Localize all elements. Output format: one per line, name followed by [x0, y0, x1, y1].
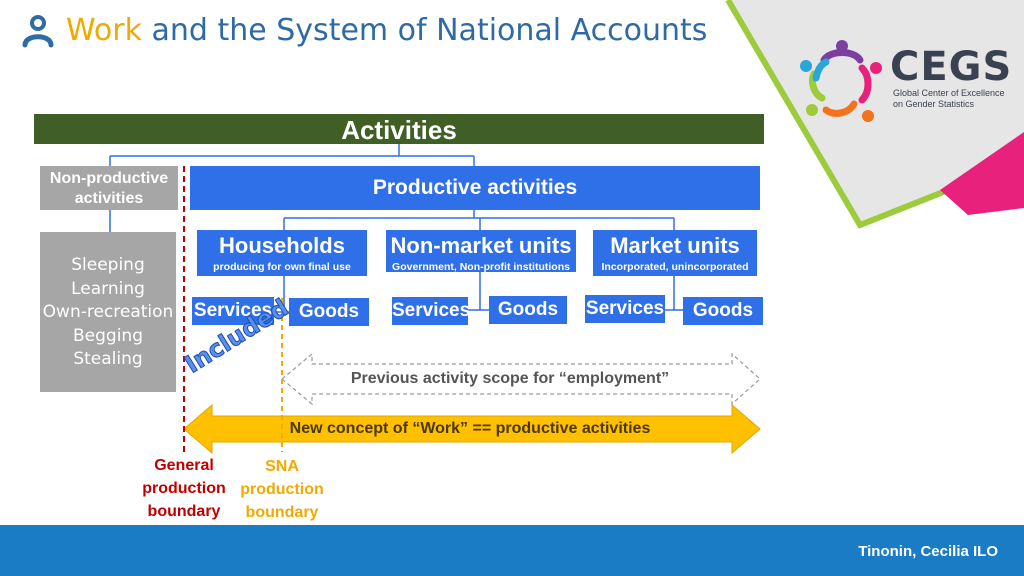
non-market-units-box: Non-market units Government, Non-profit … [386, 230, 576, 273]
sna-boundary-label: SNA production boundary [236, 455, 328, 524]
footer-credit: Tinonin, Cecilia ILO [858, 543, 998, 560]
unit-title: Market units [610, 233, 740, 258]
footer-bar [0, 525, 1024, 576]
sna-boundary-line: SNA [265, 458, 299, 475]
title-highlight: Work [66, 12, 142, 48]
title-rest: and the System of National Accounts [151, 12, 708, 48]
market-services-box: Services [585, 295, 665, 323]
sna-boundary-line: boundary [245, 504, 319, 521]
general-boundary-line: General [154, 457, 214, 474]
unit-subtitle: Incorporated, unincorporated [601, 261, 749, 273]
logo-name: CEGS [890, 44, 1013, 90]
productive-header: Productive activities [190, 166, 760, 210]
unit-subtitle: Government, Non-profit institutions [392, 261, 570, 273]
list-item: Stealing [73, 349, 143, 369]
list-item: Own-recreation [42, 302, 174, 322]
user-icon [22, 15, 54, 48]
non-productive-list: Sleeping Learning Own-recreation Begging… [40, 232, 176, 392]
unit-title: Non-market units [390, 233, 572, 258]
page-title: Work and the System of National Accounts [20, 12, 707, 48]
market-goods-box: Goods [683, 297, 763, 325]
general-boundary-line: boundary [147, 503, 221, 520]
sna-boundary-line: production [240, 481, 324, 498]
logo-subtitle-line2: on Gender Statistics [893, 99, 975, 109]
households-box: Households producing for own final use [197, 230, 367, 276]
general-boundary-line: production [142, 480, 226, 497]
general-boundary-label: General production boundary [136, 454, 232, 523]
new-concept-label: New concept of “Work” == productive acti… [289, 420, 651, 437]
households-services-box: Services [192, 297, 274, 325]
unit-title: Households [219, 233, 345, 258]
list-item: Learning [71, 278, 145, 299]
non-productive-header: Non-productive activities [40, 166, 178, 210]
previous-scope-label: Previous activity scope for “employment” [350, 370, 670, 387]
cegs-logo: CEGS Global Center of Excellence on Gend… [796, 38, 1016, 128]
logo-subtitle-line1: Global Center of Excellence [893, 88, 1005, 98]
non-productive-line2: activities [74, 190, 144, 207]
market-units-box: Market units Incorporated, unincorporate… [593, 230, 757, 276]
non-market-services-box: Services [392, 297, 470, 325]
cegs-logo-icon [800, 40, 882, 122]
list-item: Sleeping [71, 255, 145, 275]
non-productive-line1: Non-productive [49, 170, 169, 187]
logo-subtitle: Global Center of Excellence on Gender St… [893, 88, 1023, 110]
households-goods-box: Goods [289, 298, 369, 326]
list-item: Begging [73, 325, 143, 346]
non-market-goods-box: Goods [489, 296, 567, 324]
unit-subtitle: producing for own final use [213, 261, 351, 273]
activities-header: Activities [34, 114, 764, 145]
